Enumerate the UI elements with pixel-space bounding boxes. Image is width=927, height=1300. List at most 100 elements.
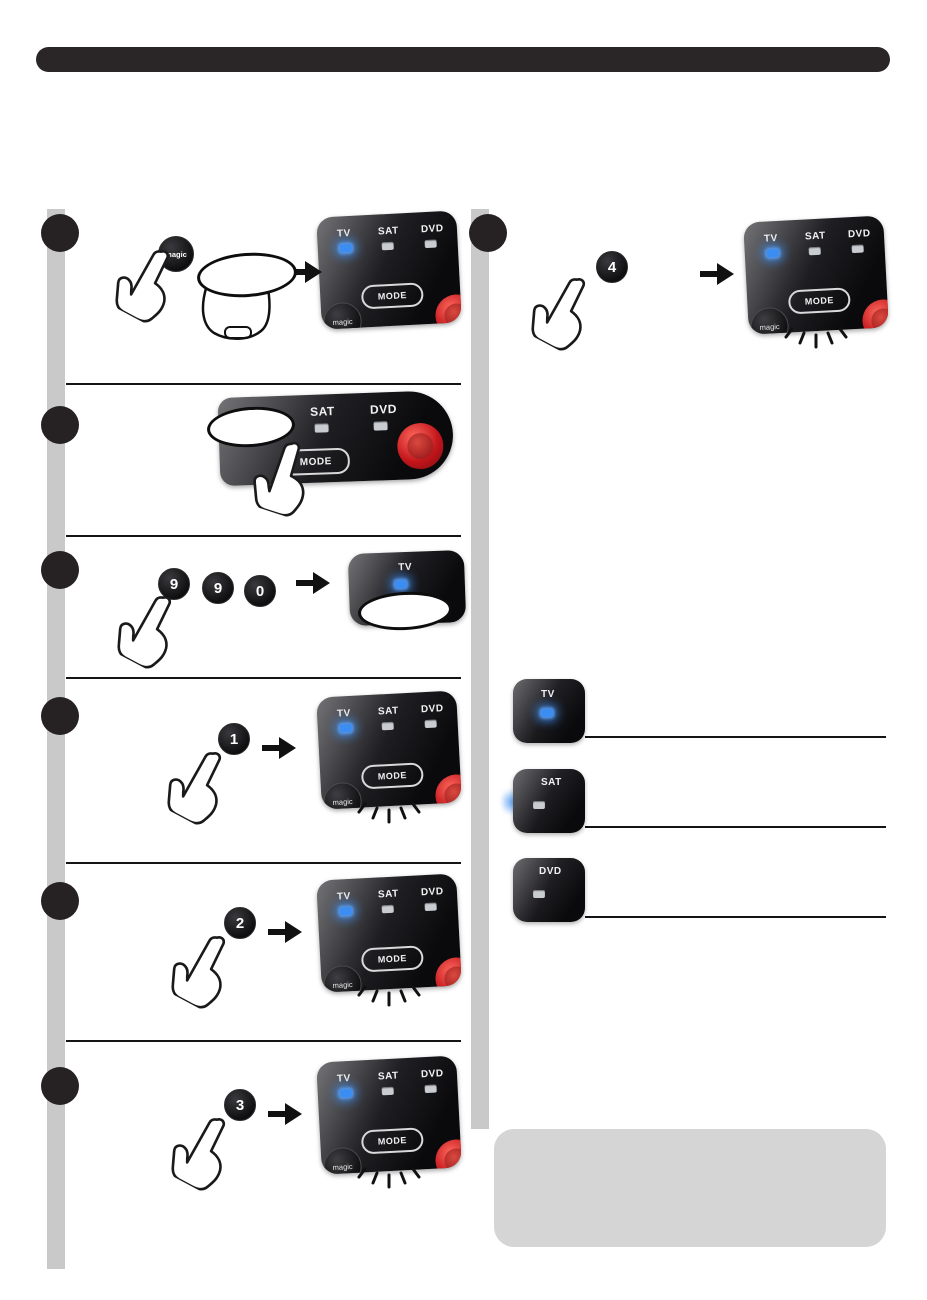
tv-led: [394, 580, 407, 589]
remote-top-view: TV SAT DVD MODE magic: [316, 1055, 462, 1175]
digit-key-2: 2: [224, 907, 256, 939]
tv-led: [339, 1088, 353, 1098]
dvd-label: DVD: [539, 866, 562, 877]
power-button-center: [871, 308, 889, 333]
digit-key-0: 0: [244, 575, 276, 607]
sat-led: [381, 721, 394, 731]
dvd-label: DVD: [420, 703, 444, 716]
sat-label: SAT: [377, 705, 400, 718]
pointing-hand-icon: [253, 441, 305, 517]
mode-blink-rays: [357, 1167, 421, 1189]
remote-top-view: TV SAT DVD MODE magic: [316, 873, 462, 993]
sat-led: [381, 1086, 394, 1096]
pointing-hand-icon: [171, 1118, 226, 1191]
device-outline: [201, 281, 271, 340]
tv-led: [339, 243, 353, 253]
step-badge-2: [41, 406, 79, 444]
arrow-icon: [288, 261, 322, 283]
arrow-icon: [262, 737, 296, 759]
tv-led: [766, 248, 780, 258]
step-rail-right: [471, 209, 489, 1129]
sat-led: [808, 246, 821, 256]
sat-mode-tile: SAT: [513, 769, 585, 833]
step-divider: [66, 862, 461, 864]
mode-button: MODE: [360, 1127, 424, 1155]
dvd-led: [533, 890, 545, 898]
dvd-led: [851, 244, 864, 254]
tv-mode-tile: TV: [513, 679, 585, 743]
tv-led: [541, 709, 553, 717]
arrow-icon: [700, 263, 734, 285]
digit-key-1: 1: [218, 723, 250, 755]
pointing-hand-icon: [115, 250, 170, 323]
sat-label: SAT: [377, 888, 400, 901]
remote-top-view: TV SAT DVD MODE magic: [316, 210, 462, 330]
note-box: [494, 1129, 886, 1247]
mode-blink-rays: [784, 327, 848, 349]
dvd-led: [424, 902, 437, 912]
tv-label: TV: [541, 689, 555, 700]
tv-led: [339, 906, 353, 916]
step-divider: [66, 535, 461, 537]
tile-gloss: [513, 769, 585, 833]
sat-led: [381, 241, 394, 251]
step-badge-6: [41, 1067, 79, 1105]
tile-gloss: [513, 858, 585, 922]
sat-led: [381, 904, 394, 914]
arrow-icon: [296, 572, 330, 594]
step-divider: [66, 677, 461, 679]
power-button-center: [444, 1148, 462, 1173]
pointing-hand-icon: [531, 278, 586, 351]
arrow-icon: [268, 1103, 302, 1125]
rule-line: [585, 736, 886, 738]
power-button-center: [444, 966, 462, 991]
step-badge-right: [469, 214, 507, 252]
dvd-label: DVD: [420, 223, 444, 236]
dvd-label: DVD: [847, 228, 871, 241]
tv-label: TV: [336, 227, 352, 240]
rule-line: [585, 826, 886, 828]
power-button-center: [407, 432, 434, 460]
sat-led: [314, 423, 329, 433]
tv-label: TV: [398, 561, 413, 574]
pointing-hand-icon: [167, 752, 222, 825]
remote-top-view: TV SAT DVD MODE magic: [743, 215, 889, 335]
mode-button: MODE: [360, 282, 424, 310]
mode-blink-rays: [357, 985, 421, 1007]
sat-led: [533, 801, 545, 809]
step-badge-5: [41, 882, 79, 920]
tv-label: TV: [763, 232, 779, 245]
dvd-label: DVD: [369, 401, 398, 417]
dvd-label: DVD: [420, 886, 444, 899]
sat-label: SAT: [541, 777, 562, 788]
mode-blink-rays: [357, 802, 421, 824]
mode-button: MODE: [360, 945, 424, 973]
rule-line: [585, 916, 886, 918]
dvd-mode-tile: DVD: [513, 858, 585, 922]
step-badge-4: [41, 697, 79, 735]
header-bar: [36, 47, 890, 72]
pointing-hand-icon: [171, 936, 226, 1009]
digit-key-9: 9: [158, 568, 190, 600]
dvd-label: DVD: [420, 1068, 444, 1081]
power-button-center: [444, 303, 462, 328]
step-rail-left: [47, 209, 65, 1269]
sat-label: SAT: [377, 225, 400, 238]
step-divider: [66, 1040, 461, 1042]
mode-button: MODE: [360, 762, 424, 790]
power-button-center: [444, 783, 462, 808]
arrow-icon: [268, 921, 302, 943]
tv-label: TV: [336, 1072, 352, 1085]
step-badge-3: [41, 551, 79, 589]
digit-key-3: 3: [224, 1089, 256, 1121]
dvd-led: [424, 1084, 437, 1094]
pointing-hand-icon: [117, 596, 172, 669]
sat-label: SAT: [377, 1070, 400, 1083]
step-badge-1: [41, 214, 79, 252]
mode-button: MODE: [787, 287, 851, 315]
remote-top-view: TV SAT DVD MODE magic: [316, 690, 462, 810]
digit-key-9: 9: [202, 572, 234, 604]
dvd-led: [373, 421, 388, 431]
tv-led: [339, 723, 353, 733]
tv-label: TV: [336, 890, 352, 903]
